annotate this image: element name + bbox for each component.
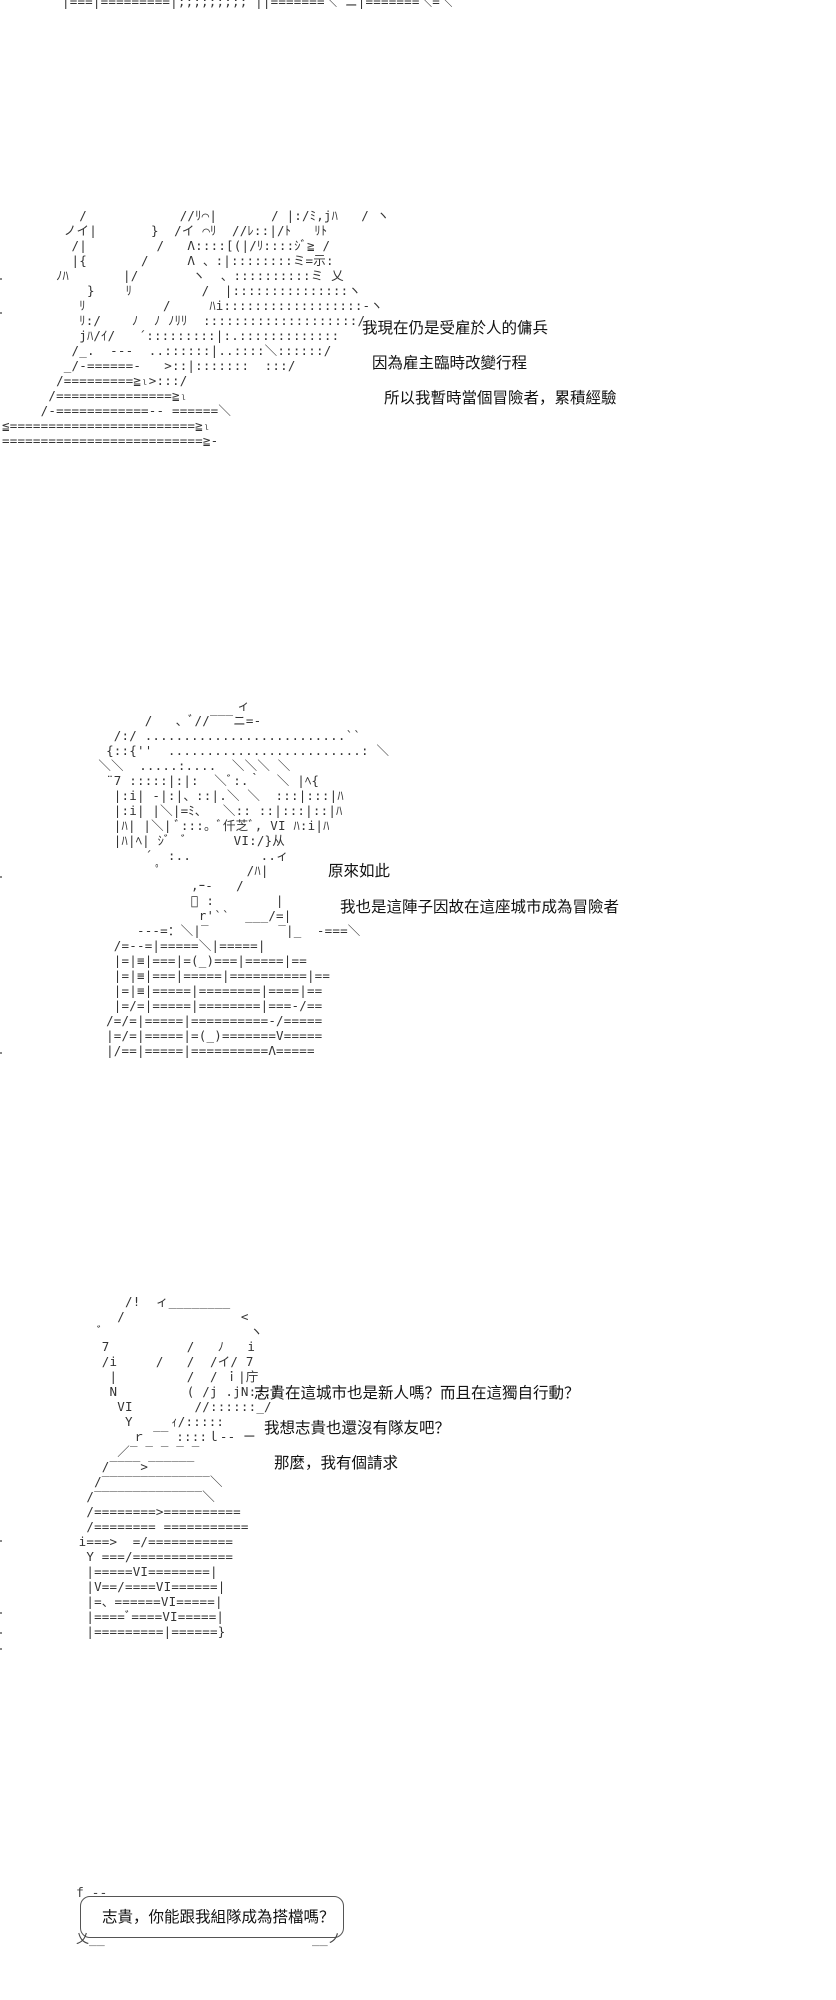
dialogue-line-8: 那麼，我有個請求 <box>274 1454 399 1472</box>
dialogue-line-2: 因為雇主臨時改變行程 <box>372 354 528 372</box>
edge-mark <box>0 312 2 314</box>
edge-mark <box>0 1648 2 1650</box>
edge-mark <box>0 1052 2 1054</box>
edge-mark <box>0 1540 2 1542</box>
dialogue-line-5: 我也是這陣子因故在這座城市成為冒險者 <box>340 898 620 916</box>
previous-panel-fragment: |===|=========|;;;;;;;;; ||=======＼ ニ|==… <box>62 0 453 9</box>
edge-mark <box>0 1612 2 1614</box>
speech-bubble-frame <box>80 1896 344 1938</box>
bubble-corner-bottom-right: __ノ <box>312 1932 341 1947</box>
edge-mark <box>0 1632 2 1634</box>
bubble-corner-bottom-left: 乂__ <box>76 1932 105 1947</box>
shiki-ascii-art: ィ / 、ﾞ//‾‾‾ニ=- /:/ .....................… <box>98 698 390 1058</box>
bubble-corner-top-left: f ‐‐ <box>76 1886 108 1901</box>
dialogue-line-6: 志貴在這城市也是新人嗎？而且在這獨自行動？ <box>254 1384 580 1402</box>
dialogue-line-9: 志貴，你能跟我組隊成為搭檔嗎？ <box>102 1908 335 1926</box>
dialogue-line-4: 原來如此 <box>328 862 391 880</box>
speech-bubble: f ‐‐ 乂__ __ノ 志貴，你能跟我組隊成為搭檔嗎？ <box>74 1886 354 1947</box>
mercenary-ascii-art: / //ﾘ⌒| / |:/ﾐ,jﾊ / ヽ ノイ| } /イ ⌒ﾘ //ﾚ::|… <box>2 208 390 448</box>
dialogue-line-3: 所以我暫時當個冒險者，累積經驗 <box>384 389 617 407</box>
edge-mark <box>0 876 2 878</box>
dialogue-line-7: 我想志貴也還沒有隊友吧？ <box>264 1419 451 1437</box>
girl-ascii-art: /! ィ________ / < ﾞ ヽ 7 / ﾉ i /i / / /イ/ … <box>78 1294 280 1639</box>
edge-mark <box>0 278 2 280</box>
dialogue-line-1: 我現在仍是受雇於人的傭兵 <box>362 319 549 337</box>
